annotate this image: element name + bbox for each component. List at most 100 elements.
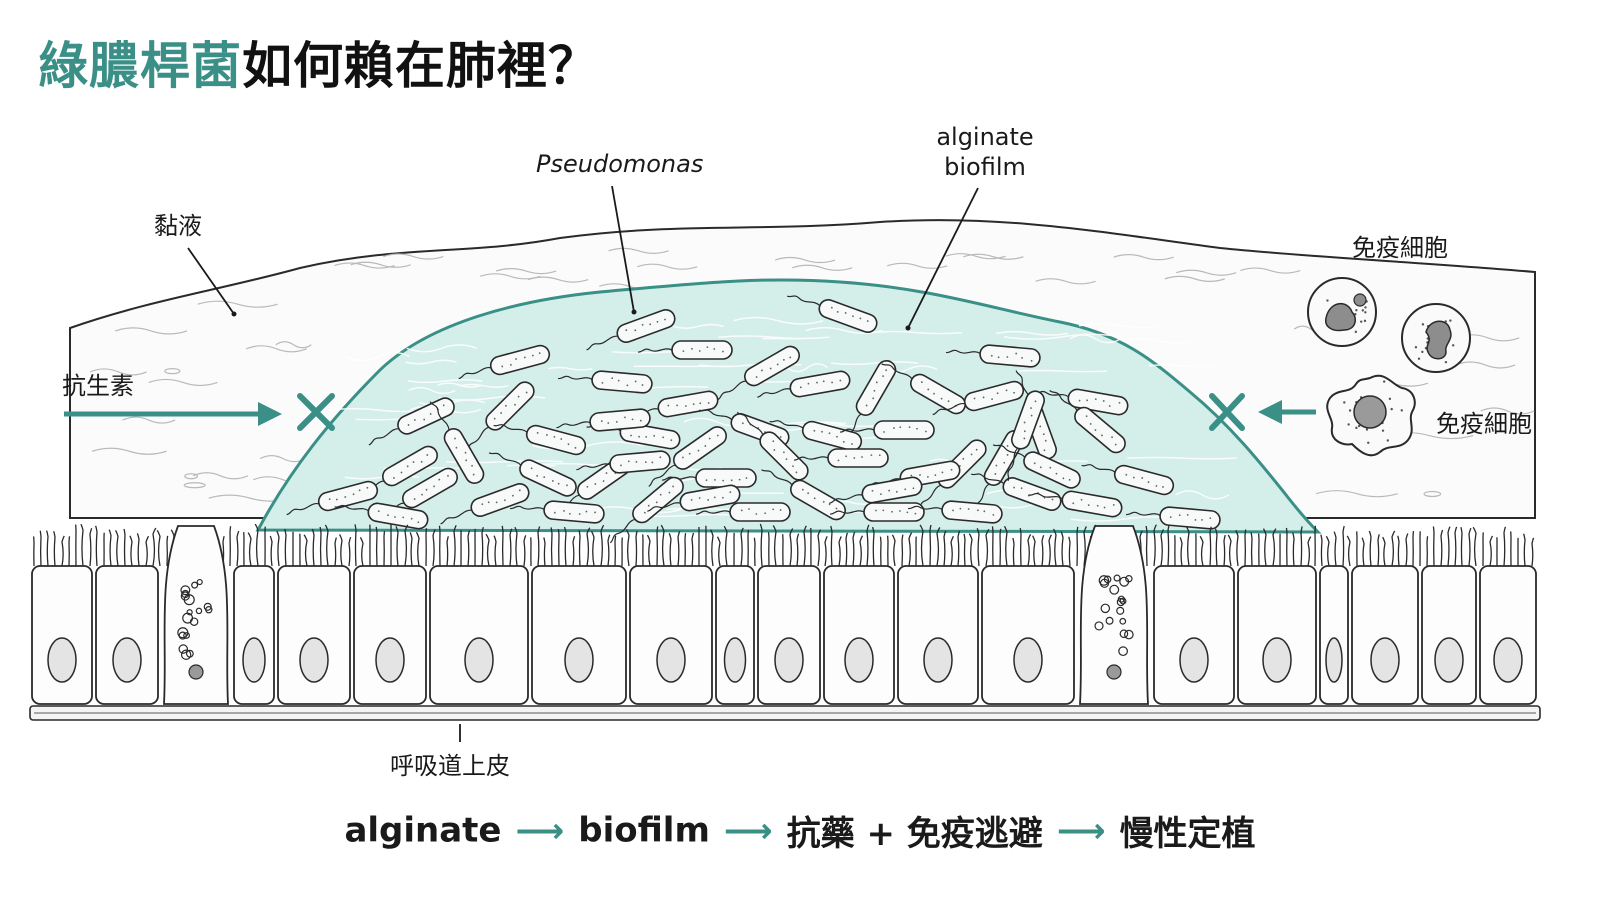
bacterium-rod xyxy=(509,500,605,524)
cilium xyxy=(845,532,849,567)
cilium xyxy=(656,526,659,567)
bacteria-cluster xyxy=(286,295,1221,544)
cilium xyxy=(254,523,259,567)
mucus-strand xyxy=(1315,490,1398,498)
mucus-strand xyxy=(1113,254,1174,261)
flow-step-alginate: alginate xyxy=(344,810,502,851)
cilium xyxy=(936,527,941,567)
flow-arrow-icon: ⟶ xyxy=(1056,810,1106,851)
cilium xyxy=(1262,528,1267,567)
biofilm-fiber xyxy=(1148,364,1214,368)
cilium xyxy=(1167,524,1170,567)
epithelial-cell xyxy=(1351,565,1419,705)
biofilm-fiber xyxy=(871,330,963,335)
mucus-strand xyxy=(1164,275,1225,282)
antibiotic-blocked-x-icon xyxy=(297,393,335,431)
biofilm-fiber xyxy=(1127,456,1237,460)
bacterium-rod xyxy=(829,502,925,522)
bacterium-rod xyxy=(286,480,379,516)
mucus-strand xyxy=(259,455,307,463)
cilium xyxy=(660,524,665,567)
bacterium-rod xyxy=(637,340,733,360)
cilium xyxy=(303,534,308,567)
cilium xyxy=(348,536,352,567)
bacterium-rod xyxy=(829,476,923,504)
cilium xyxy=(166,535,169,567)
cilium xyxy=(432,529,436,567)
cilium xyxy=(438,525,441,567)
biofilm-fiber xyxy=(1175,490,1230,500)
bacterium-rod xyxy=(1081,464,1175,496)
immune-cell-1 xyxy=(1307,277,1377,347)
mucus-bubble xyxy=(183,482,206,489)
cilium xyxy=(1405,533,1409,567)
epithelial-cell xyxy=(629,565,713,705)
mucus-strand xyxy=(122,416,176,424)
immune-cell-2 xyxy=(1401,303,1471,373)
bacterium-rod xyxy=(881,363,966,415)
cilium xyxy=(319,526,322,567)
cilium xyxy=(95,525,98,567)
cilium xyxy=(572,536,576,567)
mucus-strand xyxy=(275,341,312,349)
cilium xyxy=(1060,531,1064,567)
biofilm-fiber xyxy=(733,316,824,325)
mucus-strand xyxy=(495,268,557,275)
cilium xyxy=(1468,527,1472,567)
bacterium-rod xyxy=(793,448,889,468)
mucus-strand xyxy=(527,276,589,283)
bacterium-rod xyxy=(1028,490,1123,518)
cilium xyxy=(901,534,904,567)
cilium xyxy=(53,530,56,567)
biofilm-fiber xyxy=(1003,333,1122,340)
cilium xyxy=(590,530,595,567)
cilium xyxy=(838,536,842,567)
cilium xyxy=(415,531,420,567)
cilium xyxy=(1522,533,1526,567)
bacterium-rod xyxy=(970,473,1062,511)
cilium xyxy=(1041,534,1045,567)
biofilm-fiber xyxy=(405,359,457,365)
cilium xyxy=(740,527,744,567)
cilium xyxy=(1440,529,1444,567)
epithelium-label: 呼吸道上皮 xyxy=(390,752,510,780)
epithelial-cell xyxy=(1319,565,1349,705)
cilium xyxy=(646,534,651,567)
biofilm-fiber xyxy=(786,363,829,373)
bacterium-rod xyxy=(932,380,1025,416)
cilium xyxy=(236,530,240,567)
epithelial-cell xyxy=(233,565,275,705)
cilium xyxy=(919,524,924,567)
cilium xyxy=(991,526,994,567)
epithelial-cell xyxy=(1237,565,1317,705)
bacterium-rod xyxy=(488,452,577,497)
cilium xyxy=(543,537,546,567)
cilium xyxy=(625,529,630,567)
cilium xyxy=(710,529,714,567)
flow-step-resistance: 抗藥 + 免疫逃避 xyxy=(786,814,1043,854)
cilium xyxy=(999,528,1002,567)
cilium xyxy=(1160,529,1165,567)
cilium xyxy=(1382,536,1386,567)
bacterium-rod xyxy=(717,345,800,401)
biofilm-fiber xyxy=(996,330,1069,336)
mucus-strand xyxy=(246,345,307,353)
biofilm-fiber xyxy=(459,383,509,388)
cilium xyxy=(950,535,955,567)
cilium xyxy=(968,533,973,567)
biofilm-fiber xyxy=(718,335,830,340)
cilium xyxy=(1076,526,1079,567)
cilium xyxy=(871,526,875,567)
mechanism-flow: alginate⟶biofilm⟶抗藥 + 免疫逃避⟶慢性定植 xyxy=(0,806,1600,855)
biofilm-fiber xyxy=(532,441,644,450)
cilium xyxy=(796,533,800,567)
epithelial-cell xyxy=(1421,565,1477,705)
alginate-label-line1: alginate xyxy=(936,123,1034,151)
cilium xyxy=(859,535,864,567)
cilium xyxy=(123,528,126,567)
cilium xyxy=(1185,526,1190,567)
biofilm-fiber xyxy=(673,323,724,329)
cilium xyxy=(354,524,357,567)
mucus-strand xyxy=(1480,407,1535,415)
cilium xyxy=(404,524,409,567)
